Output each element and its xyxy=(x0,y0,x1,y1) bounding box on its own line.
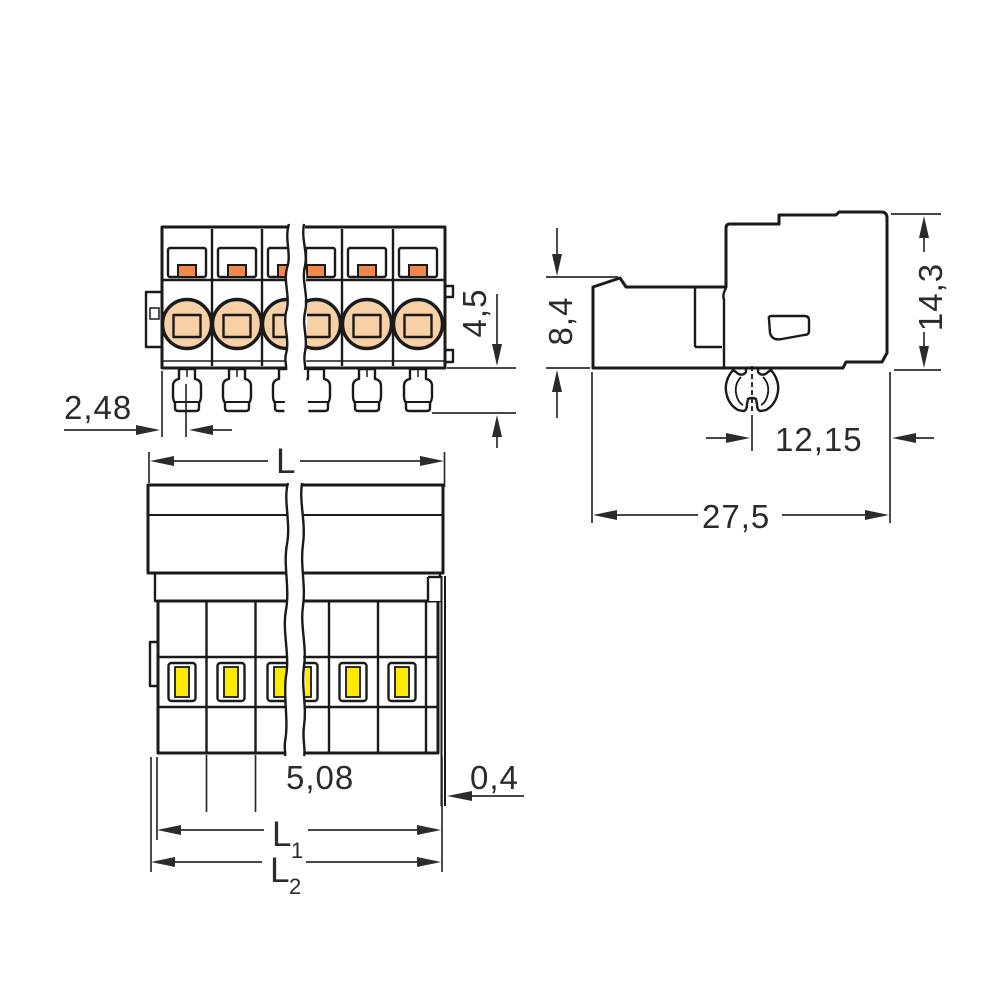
tear-edge-left xyxy=(283,482,290,757)
solder-pin xyxy=(171,367,203,413)
dim-2-48: 2,48 xyxy=(64,371,232,437)
dim-label: L xyxy=(272,815,291,854)
push-button xyxy=(216,246,258,279)
arrowhead-down xyxy=(919,346,929,368)
dim-label: L xyxy=(270,851,289,890)
arrowhead-right xyxy=(417,825,441,835)
arrowhead-right xyxy=(865,510,889,520)
dim-12-15: 12,15 xyxy=(706,415,934,458)
dim-label-subscript: 1 xyxy=(291,838,303,863)
solder-pin xyxy=(351,367,383,413)
pole-dividers xyxy=(210,229,395,366)
arrowhead-down xyxy=(552,254,562,276)
side-profile xyxy=(591,210,889,370)
solder-pin xyxy=(221,367,253,413)
tear-whiteout xyxy=(284,482,306,757)
latch-window xyxy=(149,307,160,320)
tear-edge-right xyxy=(302,223,308,371)
dim-4-5: 4,5 xyxy=(432,289,516,448)
arrowhead-up xyxy=(492,415,502,437)
bottom-tear-break xyxy=(283,482,307,757)
dim-label: 4,5 xyxy=(456,289,493,338)
dim-label: L xyxy=(276,442,295,481)
arrowhead-down xyxy=(492,344,502,366)
dim-8-4: 8,4 xyxy=(542,228,618,418)
dim-label: 5,08 xyxy=(286,759,354,796)
dim-label: 0,4 xyxy=(470,759,519,796)
dim-label-subscript: 2 xyxy=(289,874,301,899)
front-tear-break xyxy=(284,221,309,421)
front-face-line xyxy=(722,287,728,367)
dim-L2: L 2 xyxy=(150,757,441,899)
dim-0-4: 0,4 xyxy=(447,759,524,801)
push-button xyxy=(397,246,439,279)
dim-27-5: 27,5 xyxy=(591,372,891,535)
arrowhead-right xyxy=(726,433,750,443)
push-button xyxy=(346,246,388,279)
pole-dividers xyxy=(205,602,428,752)
dim-14-3: 14,3 xyxy=(891,213,949,371)
dim-5-08: 5,08 xyxy=(205,755,354,812)
solder-pin xyxy=(402,367,434,413)
tear-whiteout xyxy=(284,221,309,421)
arrowhead-up xyxy=(919,216,929,238)
snap-in-foot xyxy=(724,366,780,413)
wire-slot xyxy=(167,661,197,703)
dim-L: L xyxy=(148,442,446,487)
dim-label: 27,5 xyxy=(702,498,770,535)
dim-label: 14,3 xyxy=(912,263,949,331)
arrowhead-left xyxy=(447,791,472,801)
arrowhead-left xyxy=(189,425,213,435)
dim-label: 12,15 xyxy=(775,421,863,458)
side-view xyxy=(591,210,889,413)
screw-terminal xyxy=(340,297,394,351)
arrowhead-left xyxy=(150,456,174,466)
wire-slot xyxy=(338,661,368,703)
screw-terminal xyxy=(391,297,445,351)
screw-terminal xyxy=(210,297,264,351)
screw-terminal xyxy=(160,297,214,351)
arrowhead-right xyxy=(136,425,160,435)
dim-label: 8,4 xyxy=(542,297,579,346)
arrowhead-right xyxy=(420,456,444,466)
push-button xyxy=(166,246,208,279)
tear-edge-right xyxy=(300,482,307,757)
wire-slot xyxy=(216,661,246,703)
screw-terminals xyxy=(160,297,445,351)
arrowhead-left xyxy=(593,510,617,520)
arrowhead-up xyxy=(552,370,562,392)
arrowhead-left xyxy=(892,433,916,443)
arrowhead-right xyxy=(417,857,441,867)
dim-L1: L 1 xyxy=(156,757,443,872)
arrowhead-left xyxy=(157,825,181,835)
wire-slot xyxy=(387,661,417,703)
dim-label: 2,48 xyxy=(64,389,132,426)
arrowhead-left xyxy=(151,857,175,867)
latch-opening xyxy=(767,314,811,341)
thin-wall xyxy=(426,575,446,806)
tear-edge-left xyxy=(284,223,291,371)
